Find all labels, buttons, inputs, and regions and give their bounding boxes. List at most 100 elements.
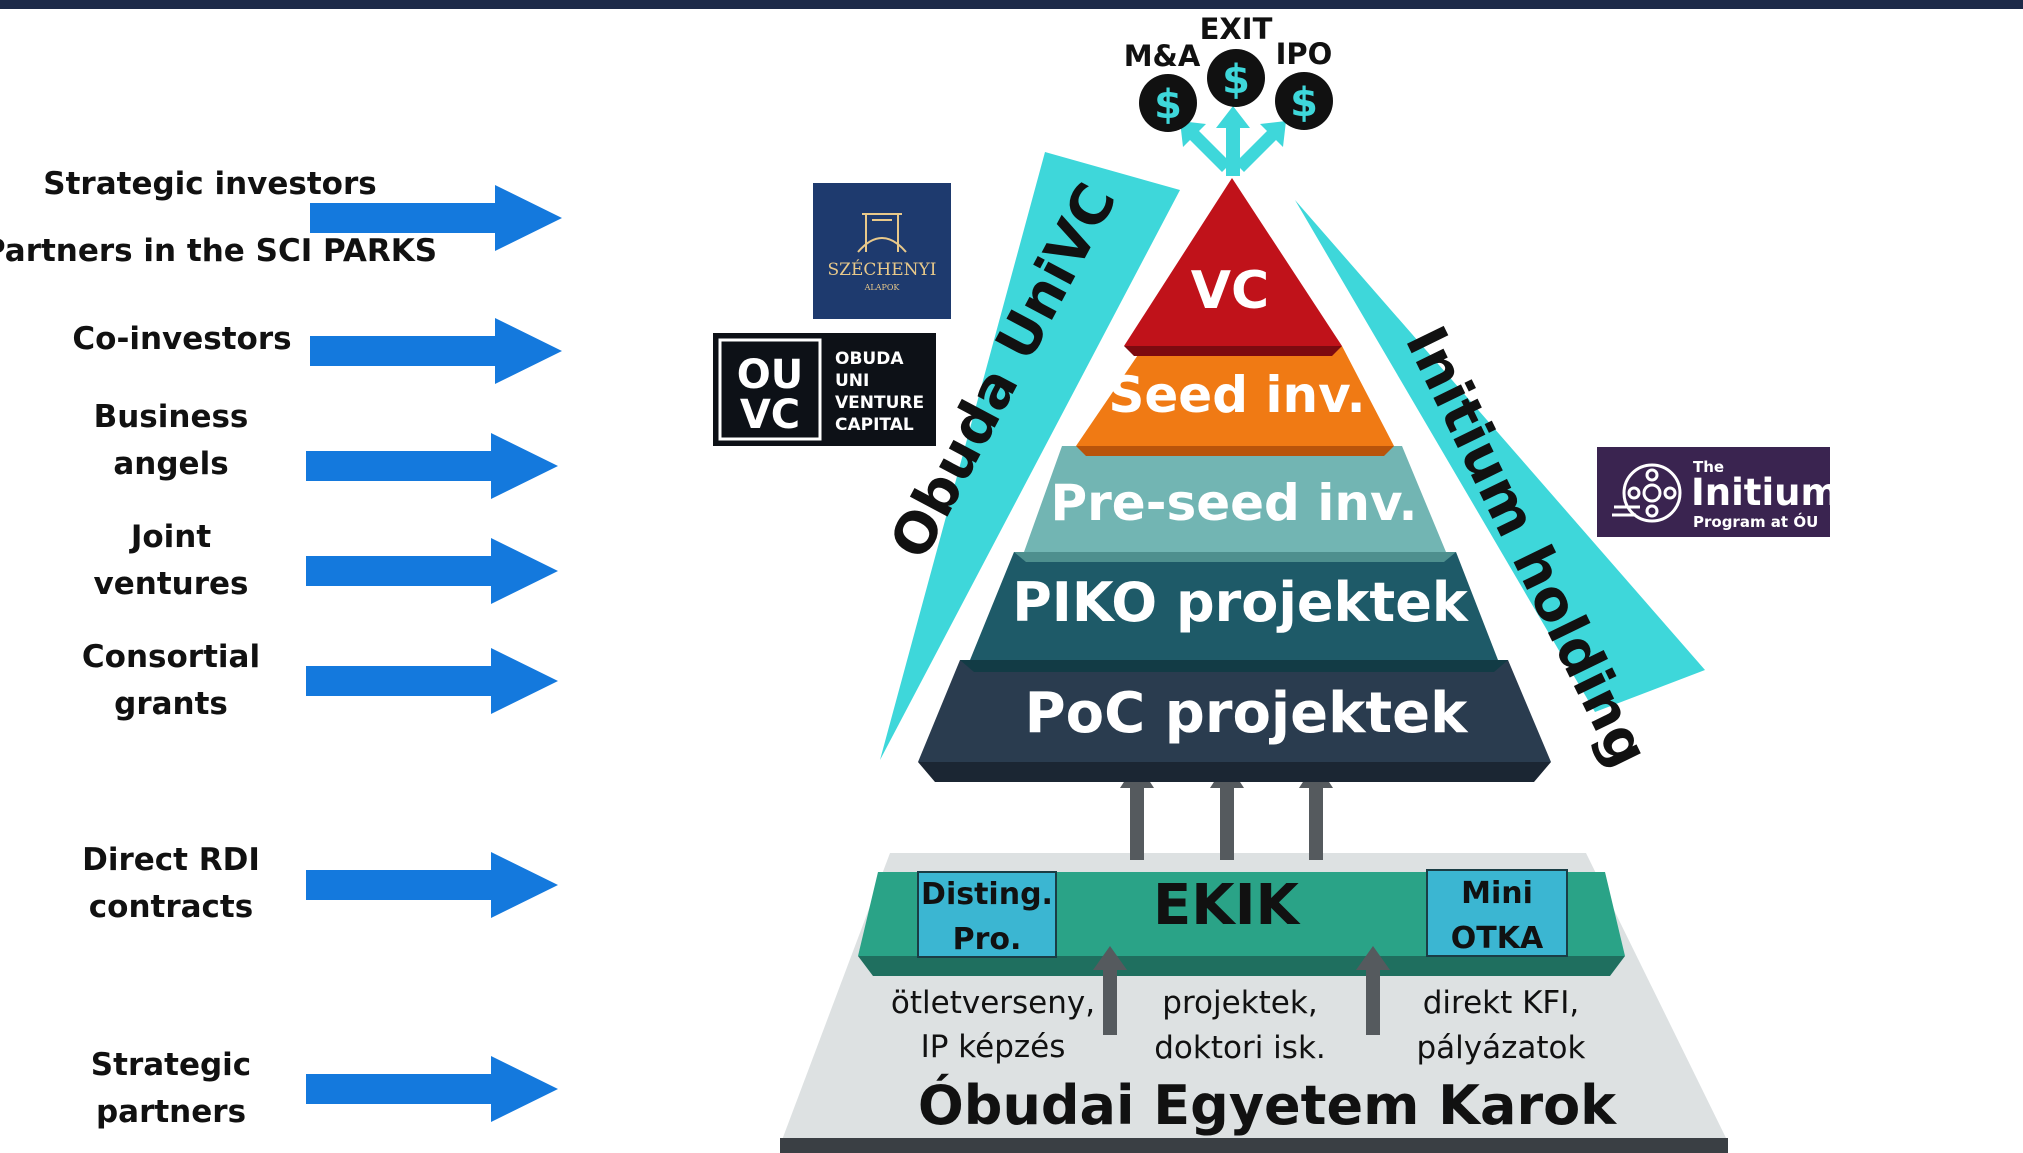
logo-ouvc-mark-frame bbox=[718, 338, 822, 441]
top-bar bbox=[0, 0, 2023, 9]
ekik-band-shadow bbox=[858, 956, 1625, 976]
coin-ipo-symbol: $ bbox=[1290, 80, 1318, 126]
logo-initium: The Initium Program at ÓU bbox=[1597, 447, 1839, 537]
logo-ouvc-line1: OBUDA bbox=[835, 349, 904, 369]
ekik-title: EKIK bbox=[1153, 873, 1301, 938]
logo-ouvc-line3: VENTURE bbox=[835, 393, 924, 413]
base-col2-line1: projektek, bbox=[1162, 985, 1317, 1021]
label-strategic-partners-2: partners bbox=[96, 1094, 246, 1130]
pyramid-level-poc-shadow bbox=[918, 762, 1551, 782]
label-partners-sci-parks: Partners in the SCI PARKS bbox=[0, 233, 437, 269]
logo-szechenyi-sub: ALAPOK bbox=[864, 283, 901, 292]
arrow-co-investors bbox=[310, 318, 562, 384]
base-col1-line2: IP képzés bbox=[921, 1029, 1066, 1065]
pyramid-label-poc: PoC projektek bbox=[1025, 681, 1469, 746]
label-business-angels-1: Business bbox=[94, 399, 249, 435]
base-up-arrows bbox=[1093, 946, 1390, 1035]
pyramid: VC Seed inv. Pre-seed inv. PIKO projekte… bbox=[918, 178, 1551, 782]
logo-ouvc-line2: UNI bbox=[835, 371, 869, 391]
logo-ouvc: OU VC OBUDA UNI VENTURE CAPITAL bbox=[713, 333, 936, 446]
label-joint-ventures-2: ventures bbox=[94, 566, 249, 602]
coin-exit-symbol: $ bbox=[1222, 57, 1250, 103]
coin-ipo: $ bbox=[1275, 72, 1333, 130]
logo-szechenyi: SZÉCHENYI ALAPOK bbox=[813, 183, 951, 319]
ekik-right-box bbox=[1426, 869, 1568, 957]
pyramid-label-piko: PIKO projektek bbox=[1012, 571, 1469, 634]
exit-label-exit: EXIT bbox=[1200, 12, 1273, 46]
coin-exit: $ bbox=[1207, 49, 1265, 107]
left-labels: Strategic investors Partners in the SCI … bbox=[0, 166, 437, 1130]
label-strategic-investors: Strategic investors bbox=[43, 166, 376, 202]
pyramid-level-vc-shadow bbox=[1124, 346, 1342, 356]
base-col1-line1: ötletverseny, bbox=[891, 985, 1095, 1021]
label-direct-rdi-2: contracts bbox=[89, 889, 253, 925]
logo-initium-sub: Program at ÓU bbox=[1693, 512, 1818, 531]
pyramid-level-preseed bbox=[1024, 446, 1446, 552]
exit-arrows bbox=[1180, 106, 1286, 176]
label-consortial-grants-2: grants bbox=[114, 686, 228, 722]
base-arrow-right bbox=[1356, 946, 1390, 1035]
coin-ipo-circle bbox=[1275, 72, 1333, 130]
base-arrow-left bbox=[1093, 946, 1127, 1035]
logo-szechenyi-bg bbox=[813, 183, 951, 319]
label-business-angels-2: angels bbox=[113, 446, 228, 482]
logo-ouvc-bg bbox=[713, 333, 936, 446]
arrow-strategic-partners bbox=[306, 1056, 558, 1122]
logo-szechenyi-name: SZÉCHENYI bbox=[828, 259, 937, 280]
base-bottom-bar bbox=[780, 1138, 1728, 1153]
arrow-consortial-grants bbox=[306, 648, 558, 714]
pyramid-up-arrows bbox=[1120, 762, 1333, 860]
logo-ouvc-mark-top: OU bbox=[737, 352, 803, 398]
logo-initium-name: Initium bbox=[1691, 471, 1839, 514]
ekik-left-box-line2: Pro. bbox=[953, 922, 1022, 957]
base-col2-line2: doktori isk. bbox=[1154, 1030, 1326, 1066]
ekik-right-box-line1: Mini bbox=[1461, 876, 1533, 911]
arrow-direct-rdi bbox=[306, 852, 558, 918]
exit-arrow-right bbox=[1235, 121, 1286, 172]
pyramid-level-seed-shadow bbox=[1076, 446, 1394, 456]
band-initium-holding bbox=[1295, 200, 1705, 712]
coin-ma-symbol: $ bbox=[1154, 82, 1182, 128]
band-obuda-univc bbox=[880, 152, 1180, 760]
base-title: Óbudai Egyetem Karok bbox=[918, 1074, 1617, 1137]
pyramid-label-preseed: Pre-seed inv. bbox=[1051, 474, 1418, 532]
label-consortial-grants-1: Consortial bbox=[82, 639, 260, 675]
arrow-business-angels bbox=[306, 433, 558, 499]
label-direct-rdi-1: Direct RDI bbox=[82, 842, 260, 878]
logo-ouvc-mark-bottom: VC bbox=[740, 392, 800, 438]
arrow-strategic-investors bbox=[310, 185, 562, 251]
ekik-left-box bbox=[917, 871, 1057, 958]
pyramid-level-piko bbox=[970, 552, 1498, 660]
label-strategic-partners-1: Strategic bbox=[91, 1047, 251, 1083]
arrow-joint-ventures bbox=[306, 538, 558, 604]
pyramid-arrow-1 bbox=[1120, 762, 1154, 860]
reel-icon bbox=[1612, 463, 1682, 523]
pyramid-level-preseed-shadow bbox=[1014, 552, 1456, 562]
logo-ouvc-line4: CAPITAL bbox=[835, 415, 914, 435]
bridge-icon bbox=[857, 213, 907, 253]
label-joint-ventures-1: Joint bbox=[129, 519, 212, 555]
exit-arrow-up bbox=[1216, 106, 1250, 176]
blue-arrows bbox=[306, 185, 562, 1122]
exit-arrow-left bbox=[1180, 121, 1231, 172]
logo-initium-bg bbox=[1597, 447, 1830, 537]
pyramid-arrow-3 bbox=[1299, 762, 1333, 860]
pyramid-level-vc bbox=[1124, 178, 1342, 346]
exit-label-ipo: IPO bbox=[1276, 37, 1333, 71]
pyramid-label-seed: Seed inv. bbox=[1108, 366, 1365, 424]
ekik-left-box-line1: Disting. bbox=[921, 877, 1053, 912]
base-col3-line1: direkt KFI, bbox=[1423, 985, 1580, 1021]
coin-ma-circle bbox=[1139, 74, 1197, 132]
pyramid-level-seed bbox=[1076, 346, 1394, 446]
exit-label-ma: M&A bbox=[1124, 39, 1201, 73]
ekik-right-box-line2: OTKA bbox=[1451, 921, 1544, 956]
base-col3-line2: pályázatok bbox=[1417, 1030, 1586, 1066]
pyramid-arrow-2 bbox=[1210, 762, 1244, 860]
coin-ma: $ bbox=[1139, 74, 1197, 132]
pyramid-label-vc: VC bbox=[1191, 261, 1269, 321]
logo-initium-the: The bbox=[1693, 458, 1724, 476]
label-co-investors: Co-investors bbox=[72, 321, 291, 357]
pyramid-level-piko-shadow bbox=[960, 660, 1508, 672]
pyramid-level-poc bbox=[918, 660, 1551, 762]
